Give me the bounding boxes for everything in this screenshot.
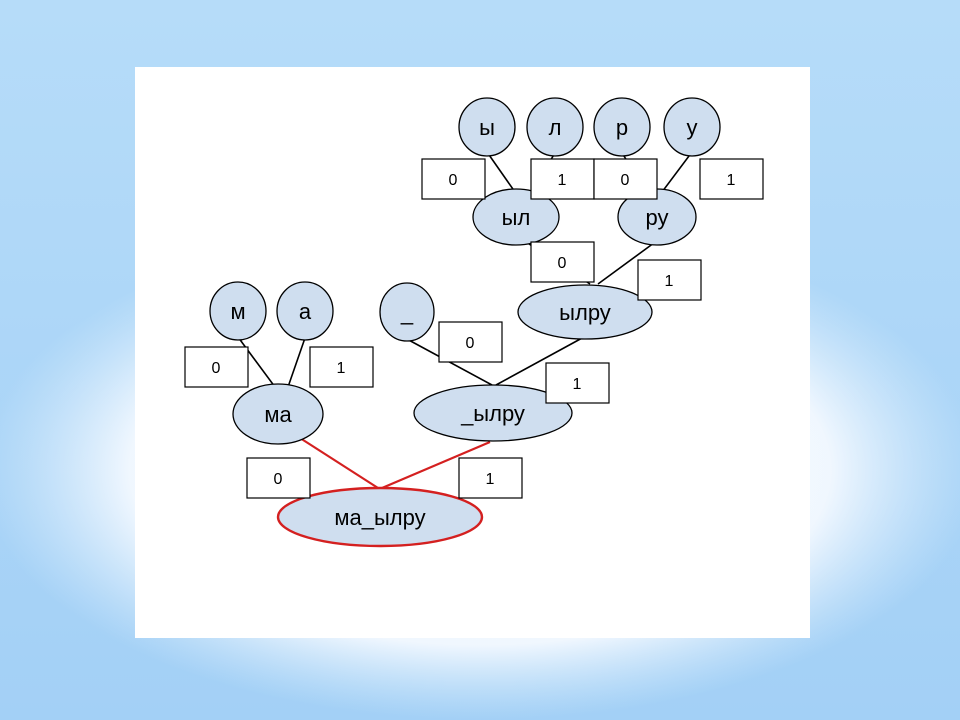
- bit-label-l-text: 1: [558, 172, 567, 189]
- node-leaf-y-label: ы: [479, 115, 495, 140]
- node-leaf-l: л: [526, 97, 584, 157]
- edge-u-ru: [661, 151, 693, 193]
- node-root: ма_ылру: [276, 486, 484, 548]
- edge-ma-root: [299, 437, 379, 489]
- bit-label-r: 0: [593, 158, 658, 200]
- node-leaf-underscore-label: _: [400, 300, 414, 325]
- edge-usylru-root: [381, 440, 491, 490]
- node-leaf-r-label: р: [616, 115, 628, 140]
- bit-label-underscore: 0: [438, 321, 503, 363]
- bit-label-ylru-text: 1: [573, 376, 582, 393]
- node-us-ylru: _ылру: [413, 384, 573, 442]
- bit-label-us-ylru-text: 1: [486, 471, 495, 488]
- bit-label-a: 1: [309, 346, 374, 388]
- node-leaf-u-label: у: [687, 115, 698, 140]
- bit-label-ma-text: 0: [274, 471, 283, 488]
- node-ylru-label: ылру: [559, 300, 611, 325]
- node-leaf-r: р: [593, 97, 651, 157]
- edge-ylru-usylru: [495, 336, 585, 386]
- bit-label-ru-text: 1: [665, 273, 674, 290]
- bit-label-yl-text: 0: [558, 255, 567, 272]
- edge-m-ma: [237, 336, 276, 388]
- bit-label-yl: 0: [530, 241, 595, 283]
- edge-a-ma: [287, 337, 306, 388]
- node-ru: ру: [617, 188, 697, 246]
- node-ma: ма: [232, 383, 324, 445]
- bit-label-u-text: 1: [727, 172, 736, 189]
- node-leaf-u: у: [663, 97, 721, 157]
- node-ma-label: ма: [264, 402, 292, 427]
- bit-label-ru: 1: [637, 259, 702, 301]
- bit-label-r-text: 0: [621, 172, 630, 189]
- node-root-label: ма_ылру: [334, 505, 425, 530]
- node-leaf-m-label: м: [230, 299, 245, 324]
- node-leaf-a-label: а: [299, 299, 312, 324]
- node-leaf-y: ы: [458, 97, 516, 157]
- bit-label-us-ylru: 1: [458, 457, 523, 499]
- node-leaf-underscore: _: [379, 282, 435, 342]
- node-ru-label: ру: [646, 205, 669, 230]
- bit-label-l: 1: [530, 158, 595, 200]
- bit-label-y-text: 0: [449, 172, 458, 189]
- node-leaf-a: а: [276, 281, 334, 341]
- bit-label-m-text: 0: [212, 360, 221, 377]
- node-leaf-l-label: л: [549, 115, 562, 140]
- node-us-ylru-label: _ылру: [460, 401, 525, 426]
- bit-label-u: 1: [699, 158, 764, 200]
- edge-ru-ylru: [597, 239, 659, 285]
- node-leaf-m: м: [209, 281, 267, 341]
- node-yl: ыл: [472, 188, 560, 246]
- bit-label-ma: 0: [246, 457, 311, 499]
- edge-y-yl: [486, 151, 516, 193]
- bit-label-ylru: 1: [545, 362, 610, 404]
- bit-label-a-text: 1: [337, 360, 346, 377]
- bit-label-m: 0: [184, 346, 249, 388]
- bit-label-y: 0: [421, 158, 486, 200]
- node-ylru: ылру: [517, 284, 653, 340]
- bit-label-underscore-text: 0: [466, 335, 475, 352]
- node-yl-label: ыл: [502, 205, 531, 230]
